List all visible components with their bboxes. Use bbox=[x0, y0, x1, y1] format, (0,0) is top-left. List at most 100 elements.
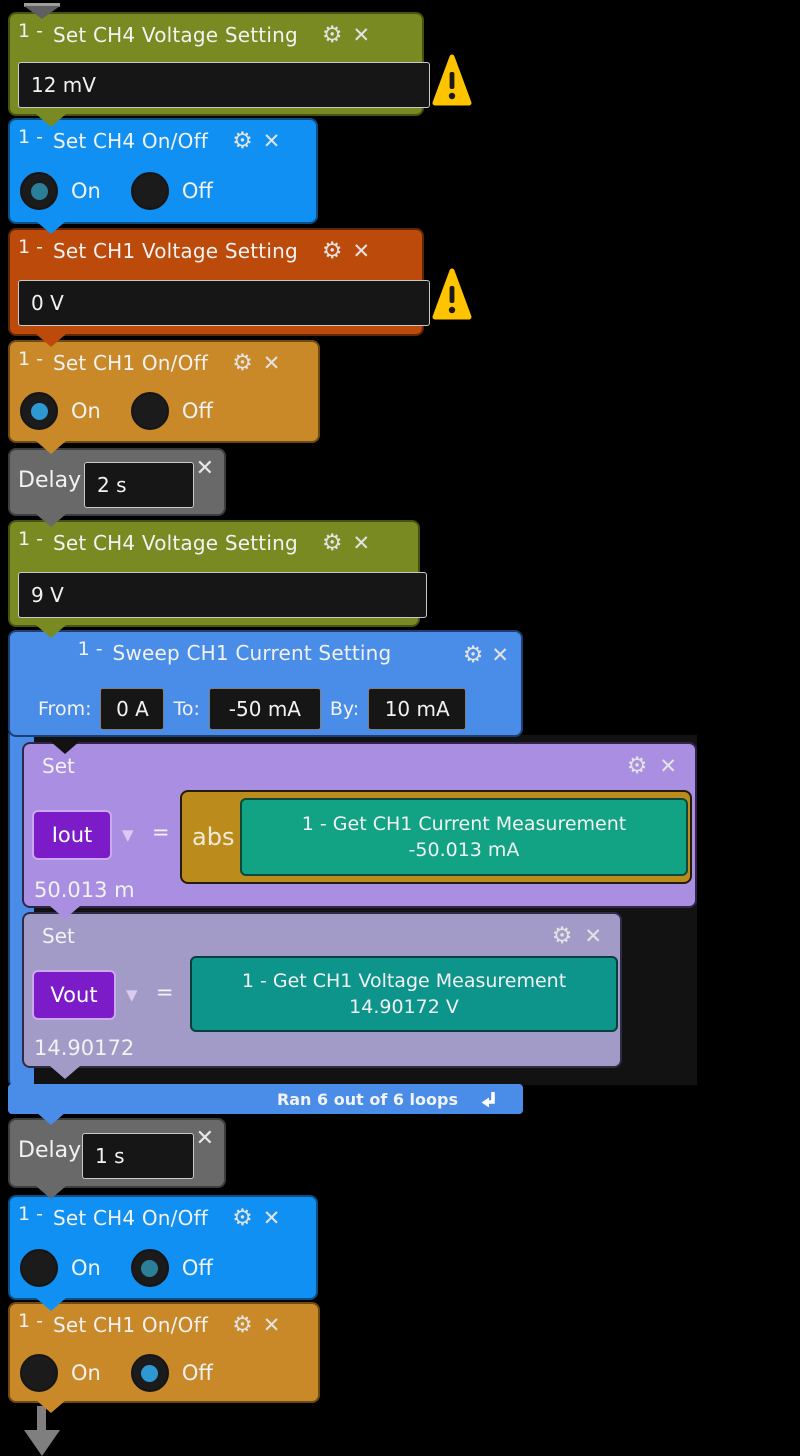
warning-icon bbox=[432, 54, 472, 106]
settings-gear-icon[interactable]: ⚙ bbox=[321, 238, 343, 264]
close-icon[interactable]: ✕ bbox=[659, 754, 677, 778]
to-label: To: bbox=[173, 698, 200, 720]
block-delay-2[interactable]: Delay 1 s ✕ bbox=[8, 1118, 226, 1188]
connector-bump bbox=[36, 114, 66, 127]
block-set-iout[interactable]: Set ⚙ ✕ Iout ▼ = abs 1 - Get CH1 Current… bbox=[22, 742, 697, 908]
settings-gear-icon[interactable]: ⚙ bbox=[551, 923, 573, 949]
voltage-value-field[interactable]: 9 V bbox=[18, 572, 427, 618]
delay-label: Delay bbox=[18, 468, 82, 493]
block-sweep-ch1-current[interactable]: 1 - Sweep CH1 Current Setting ⚙ ✕ From: … bbox=[8, 630, 523, 737]
equals-sign: = bbox=[156, 980, 174, 1004]
step-number: 1 - bbox=[18, 1310, 43, 1332]
block-set-ch4-voltage-2[interactable]: 1 - Set CH4 Voltage Setting ⚙ ✕ 9 V bbox=[8, 520, 427, 627]
connector-bump bbox=[36, 334, 66, 347]
incoming-connector-arrowhead bbox=[24, 6, 60, 19]
measurement-value: 14.90172 V bbox=[349, 996, 459, 1018]
measurement-title: 1 - Get CH1 Voltage Measurement bbox=[241, 970, 567, 992]
close-icon[interactable]: ✕ bbox=[352, 23, 371, 47]
abs-function-label: abs bbox=[192, 823, 235, 851]
settings-gear-icon[interactable]: ⚙ bbox=[321, 530, 343, 556]
close-icon[interactable]: ✕ bbox=[352, 531, 371, 555]
connector-notch bbox=[50, 741, 80, 754]
block-title: Set CH1 Voltage Setting bbox=[52, 239, 298, 263]
close-icon[interactable]: ✕ bbox=[262, 129, 281, 153]
close-icon[interactable]: ✕ bbox=[262, 1206, 281, 1230]
off-label: Off bbox=[181, 179, 213, 203]
on-radio[interactable] bbox=[20, 1354, 58, 1392]
on-label: On bbox=[71, 399, 101, 423]
get-ch1-voltage-measurement-block[interactable]: 1 - Get CH1 Voltage Measurement 14.90172… bbox=[190, 956, 618, 1032]
connector-bump bbox=[36, 441, 66, 454]
sweep-to-field[interactable]: -50 mA bbox=[208, 688, 321, 730]
settings-gear-icon[interactable]: ⚙ bbox=[232, 350, 253, 376]
warning-icon bbox=[432, 268, 472, 320]
on-radio[interactable] bbox=[20, 392, 58, 430]
abs-function-container[interactable]: abs 1 - Get CH1 Current Measurement -50.… bbox=[180, 790, 692, 884]
get-ch1-current-measurement-block[interactable]: 1 - Get CH1 Current Measurement -50.013 … bbox=[240, 798, 688, 876]
step-number: 1 - bbox=[18, 236, 43, 258]
block-title: Set CH4 On/Off bbox=[52, 1206, 209, 1230]
variable-select-button[interactable]: Iout bbox=[32, 810, 112, 860]
sweep-by-field[interactable]: 10 mA bbox=[368, 688, 467, 730]
outgoing-connector-arrowhead bbox=[24, 1430, 60, 1456]
connector-bump bbox=[36, 625, 66, 638]
block-set-ch1-onoff-1[interactable]: 1 - Set CH1 On/Off ⚙ ✕ On Off bbox=[8, 340, 320, 443]
incoming-connector-arrow bbox=[24, 3, 60, 7]
block-set-ch4-onoff-2[interactable]: 1 - Set CH4 On/Off ⚙ ✕ On Off bbox=[8, 1195, 318, 1300]
loop-status-text: Ran 6 out of 6 loops bbox=[276, 1089, 458, 1109]
set-title: Set bbox=[42, 754, 75, 778]
delay-value-field[interactable]: 2 s bbox=[84, 462, 194, 508]
measurement-value: -50.013 mA bbox=[408, 839, 520, 861]
voltage-value-field[interactable]: 0 V bbox=[18, 280, 430, 326]
settings-gear-icon[interactable]: ⚙ bbox=[462, 642, 484, 668]
settings-gear-icon[interactable]: ⚙ bbox=[232, 1312, 253, 1338]
block-set-vout[interactable]: Set ⚙ ✕ Vout ▼ = 1 - Get CH1 Voltage Mea… bbox=[22, 912, 622, 1068]
delay-value-field[interactable]: 1 s bbox=[82, 1133, 194, 1179]
close-icon[interactable]: ✕ bbox=[195, 456, 214, 481]
loop-return-icon bbox=[481, 1091, 495, 1107]
off-label: Off bbox=[181, 399, 213, 423]
set-title: Set bbox=[42, 924, 75, 948]
close-icon[interactable]: ✕ bbox=[262, 351, 281, 375]
off-radio[interactable] bbox=[130, 172, 169, 210]
chevron-down-icon[interactable]: ▼ bbox=[122, 826, 134, 844]
close-icon[interactable]: ✕ bbox=[352, 239, 371, 263]
on-label: On bbox=[71, 1256, 101, 1280]
settings-gear-icon[interactable]: ⚙ bbox=[321, 22, 343, 48]
block-set-ch4-voltage-1[interactable]: 1 - Set CH4 Voltage Setting ⚙ ✕ 12 mV bbox=[8, 12, 430, 116]
settings-gear-icon[interactable]: ⚙ bbox=[232, 1205, 253, 1231]
on-label: On bbox=[71, 179, 101, 203]
off-radio[interactable] bbox=[130, 1249, 169, 1287]
on-radio[interactable] bbox=[20, 172, 58, 210]
off-radio[interactable] bbox=[130, 392, 169, 430]
step-number: 1 - bbox=[18, 1203, 43, 1225]
close-icon[interactable]: ✕ bbox=[262, 1313, 281, 1337]
connector-bump bbox=[36, 221, 66, 234]
close-icon[interactable]: ✕ bbox=[584, 924, 602, 948]
on-label: On bbox=[71, 1361, 101, 1385]
block-title: Set CH1 On/Off bbox=[52, 351, 209, 375]
block-set-ch1-onoff-2[interactable]: 1 - Set CH1 On/Off ⚙ ✕ On Off bbox=[8, 1302, 320, 1403]
close-icon[interactable]: ✕ bbox=[491, 643, 509, 667]
variable-select-button[interactable]: Vout bbox=[32, 970, 116, 1020]
from-label: From: bbox=[38, 698, 92, 720]
close-icon[interactable]: ✕ bbox=[195, 1126, 214, 1151]
on-radio[interactable] bbox=[20, 1249, 58, 1287]
block-set-ch1-voltage[interactable]: 1 - Set CH1 Voltage Setting ⚙ ✕ 0 V bbox=[8, 228, 430, 336]
chevron-down-icon[interactable]: ▼ bbox=[126, 986, 138, 1004]
variable-result-value: 14.90172 bbox=[34, 1036, 135, 1060]
measurement-title: 1 - Get CH1 Current Measurement bbox=[301, 813, 627, 835]
block-title: Set CH4 On/Off bbox=[52, 129, 209, 153]
connector-bump bbox=[36, 1400, 66, 1413]
block-delay-1[interactable]: Delay 2 s ✕ bbox=[8, 448, 226, 516]
step-number: 1 - bbox=[18, 528, 43, 550]
off-radio[interactable] bbox=[130, 1354, 169, 1392]
block-set-ch4-onoff-1[interactable]: 1 - Set CH4 On/Off ⚙ ✕ On Off bbox=[8, 118, 318, 224]
sweep-from-field[interactable]: 0 A bbox=[100, 688, 165, 730]
settings-gear-icon[interactable]: ⚙ bbox=[232, 128, 253, 154]
settings-gear-icon[interactable]: ⚙ bbox=[626, 753, 648, 779]
voltage-value-field[interactable]: 12 mV bbox=[18, 62, 430, 108]
step-number: 1 - bbox=[18, 20, 43, 42]
off-label: Off bbox=[181, 1361, 213, 1385]
connector-bump bbox=[36, 1186, 66, 1199]
